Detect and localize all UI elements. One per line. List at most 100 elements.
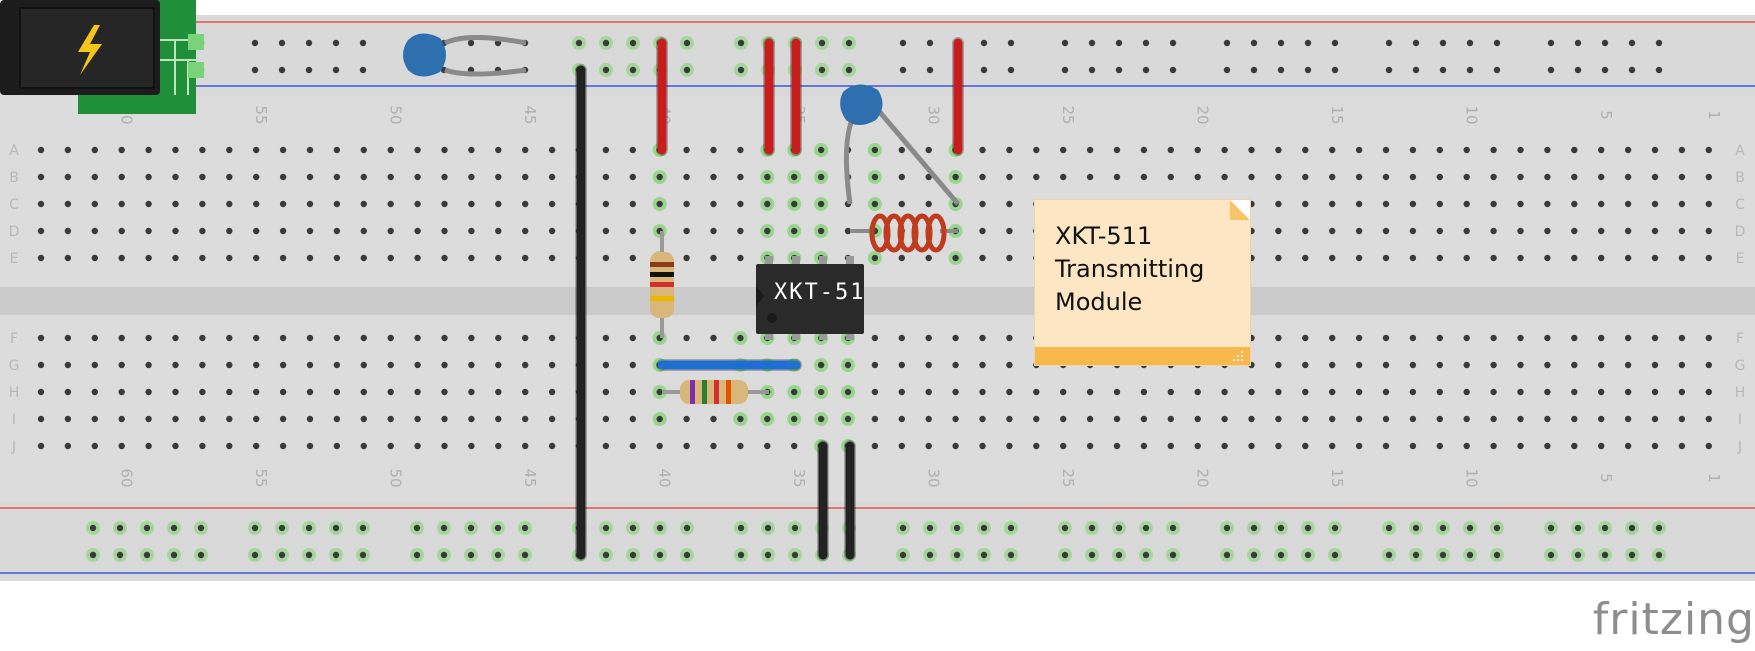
terminal-hole (522, 334, 529, 342)
terminal-hole (1624, 146, 1632, 154)
terminal-hole (333, 227, 341, 235)
terminal-hole (925, 388, 932, 396)
terminal-hole (91, 173, 99, 181)
terminal-hole (1113, 415, 1121, 423)
rail-hole (737, 39, 745, 47)
terminal-hole (414, 146, 421, 154)
power-module-traces (160, 39, 198, 95)
terminal-hole (1517, 200, 1524, 208)
terminal-hole (1033, 388, 1040, 396)
terminal-hole (1113, 146, 1121, 154)
rail-hole (1601, 66, 1609, 74)
terminal-hole (468, 388, 475, 396)
terminal-hole (306, 200, 314, 208)
resistor-band (714, 380, 719, 404)
terminal-hole (495, 146, 502, 154)
terminal-hole (1436, 388, 1444, 396)
terminal-hole (952, 388, 959, 396)
terminal-hole (791, 388, 798, 396)
ceramic-capacitor (403, 33, 446, 77)
terminal-hole (1436, 227, 1444, 235)
terminal-hole (1598, 361, 1605, 369)
terminal-hole (145, 227, 152, 235)
terminal-hole (118, 442, 125, 450)
terminal-hole (1463, 334, 1470, 342)
terminal-hole (656, 442, 663, 450)
rail-hole (737, 524, 745, 532)
terminal-hole (1436, 146, 1444, 154)
terminal-hole (817, 415, 825, 423)
terminal-hole (1382, 361, 1390, 369)
terminal-hole (710, 146, 717, 154)
sticky-note[interactable]: XKT-511 Transmitting Module (1035, 200, 1250, 365)
terminal-hole (1302, 200, 1309, 208)
terminal-hole (898, 442, 905, 450)
rail-hole (467, 524, 475, 532)
rail-hole (1412, 39, 1420, 47)
terminal-hole (898, 254, 905, 262)
terminal-hole (764, 442, 771, 450)
terminal-hole (925, 415, 932, 423)
terminal-hole (1355, 415, 1363, 423)
terminal-hole (871, 173, 879, 181)
terminal-hole (1382, 442, 1390, 450)
terminal-hole (360, 388, 367, 396)
terminal-hole (199, 146, 206, 154)
terminal-hole (629, 361, 636, 369)
rail-hole (1061, 39, 1069, 47)
terminal-hole (548, 200, 556, 208)
terminal-hole (226, 146, 233, 154)
terminal-hole (118, 388, 125, 396)
terminal-hole (548, 388, 556, 396)
terminal-hole (1140, 146, 1148, 154)
ceramic-capacitor (840, 84, 883, 125)
row-letter-right: D (1735, 224, 1746, 240)
terminal-hole (1060, 173, 1067, 181)
terminal-hole (1329, 146, 1336, 154)
terminal-hole (1678, 442, 1686, 450)
terminal-hole (253, 173, 260, 181)
terminal-hole (199, 415, 206, 423)
terminal-hole (1329, 227, 1336, 235)
terminal-hole (253, 254, 260, 262)
terminal-hole (602, 442, 610, 450)
rail-hole (818, 39, 826, 47)
terminal-hole (1409, 254, 1417, 262)
terminal-hole (602, 173, 610, 181)
resistor-band (650, 262, 674, 267)
terminal-hole (817, 200, 825, 208)
terminal-hole (1329, 415, 1336, 423)
terminal-hole (764, 200, 771, 208)
terminal-hole (1006, 227, 1013, 235)
rail-hole (1277, 66, 1285, 74)
resize-grip-icon[interactable] (1232, 350, 1244, 362)
terminal-hole (844, 388, 852, 396)
terminal-hole (1544, 334, 1551, 342)
terminal-hole (414, 334, 421, 342)
terminal-hole (441, 442, 448, 450)
row-letter-left: C (9, 197, 19, 213)
terminal-hole (1409, 200, 1417, 208)
terminal-hole (1517, 254, 1524, 262)
terminal-hole (145, 200, 152, 208)
terminal-hole (1544, 254, 1551, 262)
terminal-hole (387, 227, 394, 235)
rail-hole (1574, 524, 1582, 532)
chip-label: XKT-51 (774, 280, 865, 305)
terminal-hole (91, 334, 99, 342)
terminal-hole (145, 442, 152, 450)
rail-hole (629, 39, 637, 47)
rail-hole (1250, 551, 1258, 559)
rail-hole (602, 551, 610, 559)
terminal-hole (172, 361, 179, 369)
terminal-hole (226, 334, 233, 342)
rail-hole (818, 66, 826, 74)
rail-hole (1088, 39, 1096, 47)
terminal-hole (817, 361, 825, 369)
terminal-hole (1382, 254, 1390, 262)
terminal-hole (952, 254, 959, 262)
terminal-hole (952, 361, 959, 369)
terminal-hole (226, 361, 233, 369)
note-text: XKT-511 Transmitting Module (1055, 222, 1205, 316)
terminal-hole (898, 361, 905, 369)
